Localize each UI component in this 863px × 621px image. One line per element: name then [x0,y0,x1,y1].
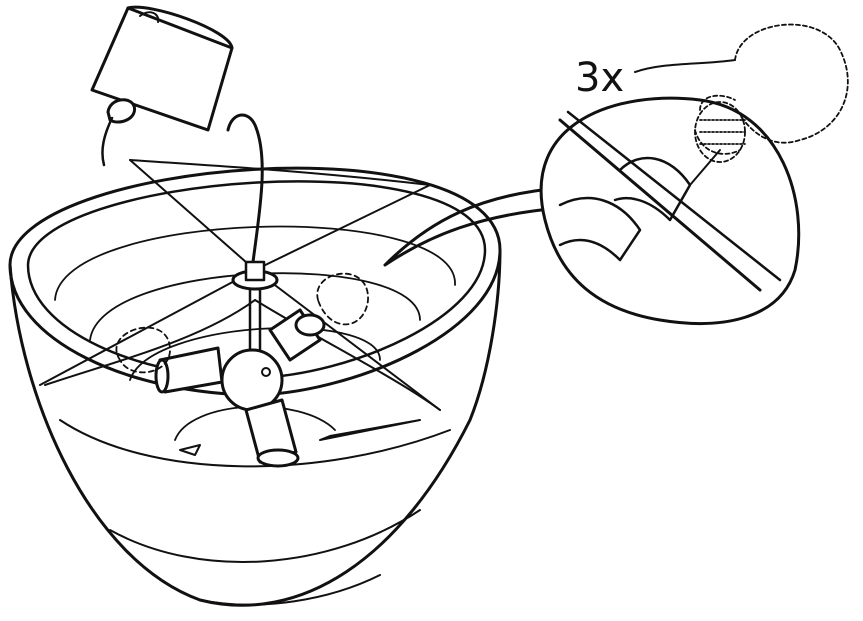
wire-frame-icon [39,159,441,456]
socket-icon [154,308,326,468]
detail-callout [539,96,801,325]
light-bulb-icon [694,23,849,163]
socket-hub-icon [220,260,284,412]
bulb-outline [115,272,369,374]
quantity-label: 3x [575,55,625,101]
power-cord [226,113,264,272]
callout-leader-line [634,59,736,73]
ceiling-canopy-icon [90,5,234,167]
